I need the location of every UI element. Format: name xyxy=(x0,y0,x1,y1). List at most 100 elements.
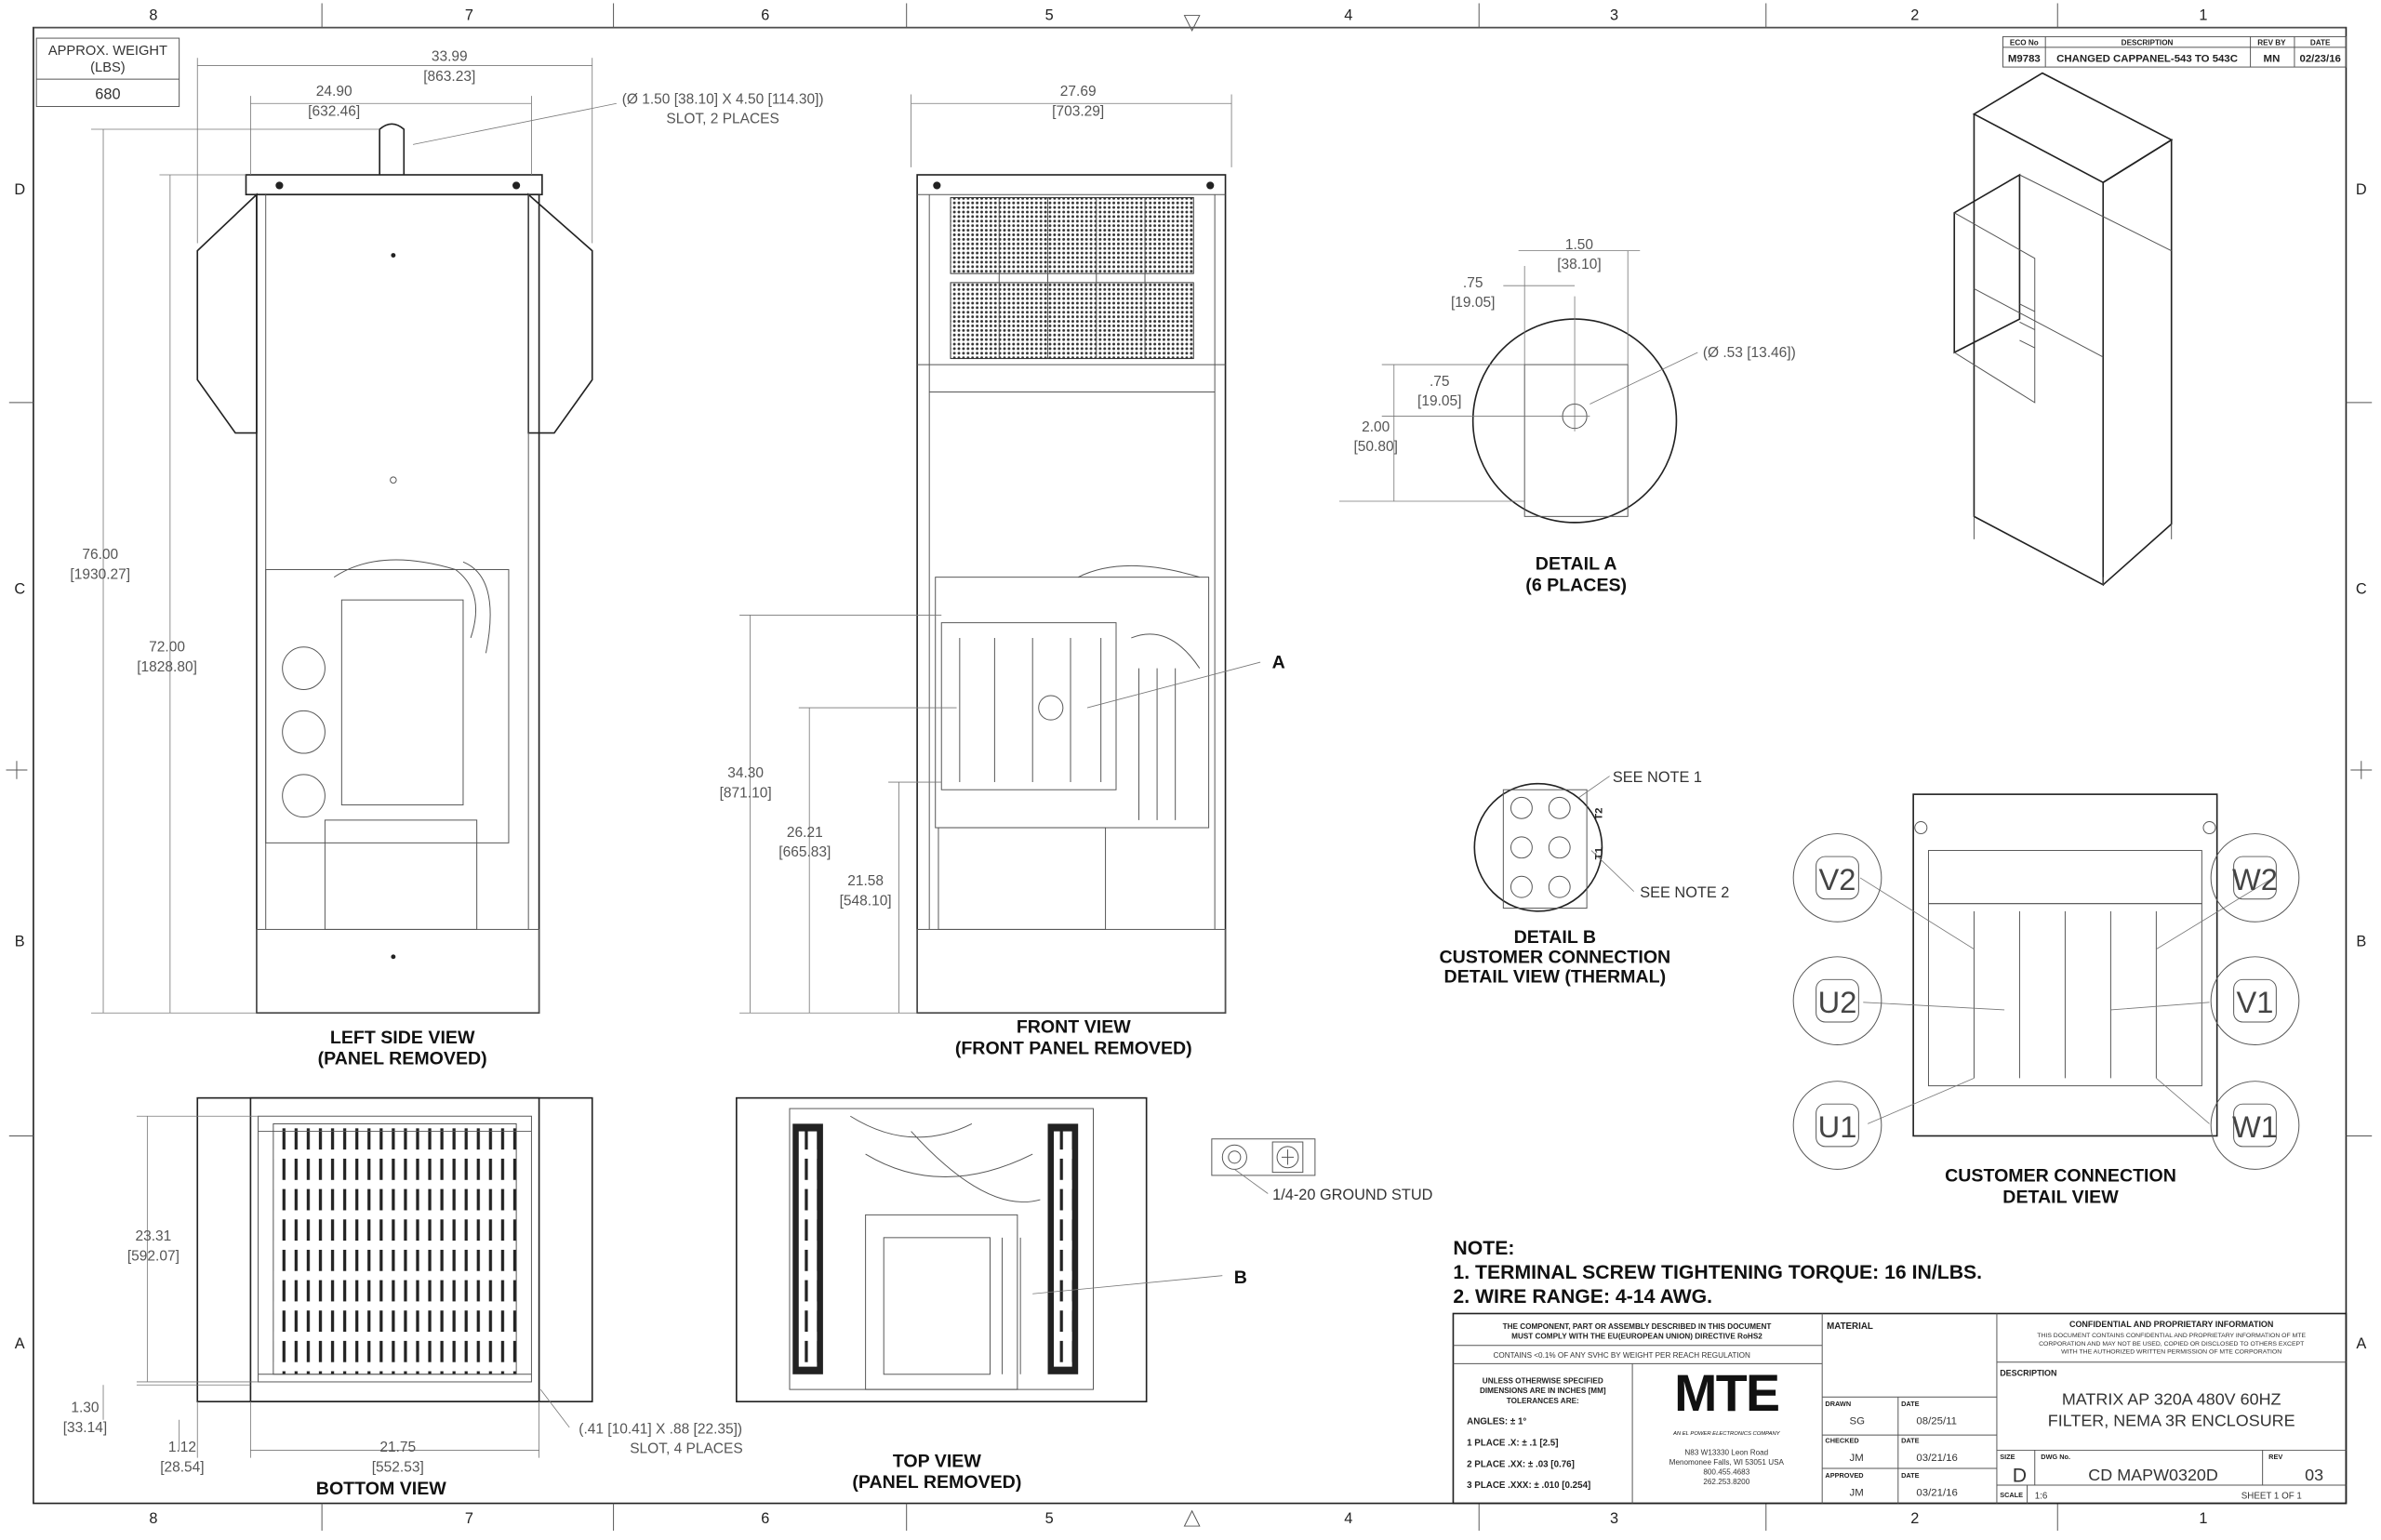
dim-detail-a-075-vertical-mm: [19.05] xyxy=(1417,393,1461,409)
dim-bottom-2175-mm: [552.53] xyxy=(372,1459,424,1475)
dim-detail-a-hole: (Ø .53 [13.46]) xyxy=(1703,345,1796,361)
dim-h-34-mm: [871.10] xyxy=(720,785,772,801)
bottom-view: BOTTOM VIEW 23.31 [592.07] 1.30 [33.14] … xyxy=(63,1096,743,1499)
customer-connection-title: CUSTOMER CONNECTION xyxy=(1945,1165,2176,1186)
drawn-by: SG xyxy=(1850,1416,1866,1427)
terminal-t2: T2 xyxy=(1593,808,1604,820)
dim-detail-a-075-horizontal: .75 xyxy=(1463,275,1483,291)
left-side-view: LEFT SIDE VIEW (PANEL REMOVED) xyxy=(196,123,593,1069)
dim-bottom-130-mm: [33.14] xyxy=(63,1420,107,1436)
dim-height-72-mm: [1828.80] xyxy=(137,659,197,675)
terminal-v2: V2 xyxy=(1819,862,1856,896)
checked-by: JM xyxy=(1850,1453,1864,1464)
notes-title: NOTE: xyxy=(1453,1238,1514,1259)
zone-col-1: 1 xyxy=(2199,7,2207,23)
dim-bottom-23: 23.31 xyxy=(135,1228,171,1244)
dim-detail-a-150-mm: [38.10] xyxy=(1557,257,1601,272)
zone-row-c: C xyxy=(14,581,25,598)
mte-tagline: AN EL POWER ELECTRONICS COMPANY xyxy=(1672,1431,1781,1437)
confidential-line-3: WITH THE AUTHORIZED WRITTEN PERMISSION O… xyxy=(2061,1349,2281,1356)
weight-value: 680 xyxy=(95,86,120,102)
confidential-line-2: CORPORATION AND MAY NOT BE USED, COPIED … xyxy=(2039,1341,2305,1348)
zone-labels: 8 7 6 5 4 3 2 1 8 7 6 5 4 3 2 1 D C B A … xyxy=(14,7,2367,1526)
drawn-date-label: DATE xyxy=(1901,1400,1920,1408)
approved-by: JM xyxy=(1850,1487,1864,1498)
approved-label: APPROVED xyxy=(1825,1471,1863,1480)
note-2: 2. WIRE RANGE: 4-14 AWG. xyxy=(1453,1286,1712,1308)
drawn-date: 08/25/11 xyxy=(1916,1416,1957,1427)
detail-b-title: DETAIL B xyxy=(1514,927,1596,948)
description-line-1: MATRIX AP 320A 480V 60HZ xyxy=(2062,1389,2281,1408)
zone-row-a: A xyxy=(15,1335,25,1352)
top-view-title: TOP VIEW xyxy=(893,1451,982,1471)
callout-b: B xyxy=(1234,1268,1247,1288)
detail-a-title: DETAIL A xyxy=(1536,553,1617,574)
title-block: THE COMPONENT, PART OR ASSEMBLY DESCRIBE… xyxy=(1452,1312,2348,1505)
tolerance-1-place: 1 PLACE .X: ± .1 [2.5] xyxy=(1467,1439,1558,1449)
description-label: DESCRIPTION xyxy=(2000,1368,2056,1377)
zone-col-1-bottom: 1 xyxy=(2199,1510,2207,1527)
dim-detail-a-200-mm: [50.80] xyxy=(1353,439,1397,455)
dim-bottom-112: 1.12 xyxy=(168,1440,196,1455)
zone-col-7: 7 xyxy=(465,7,473,23)
isometric-view xyxy=(1953,72,2174,587)
zone-row-d: D xyxy=(14,181,25,198)
zone-col-2: 2 xyxy=(1910,7,1919,23)
size-value: D xyxy=(2013,1466,2027,1487)
checked-date-label: DATE xyxy=(1901,1436,1920,1444)
left-view-dimensions: 33.99 [863.23] 24.90 [632.46] (Ø 1.50 [3… xyxy=(70,49,824,1014)
material-label: MATERIAL xyxy=(1827,1321,1873,1332)
front-view-subtitle: (FRONT PANEL REMOVED) xyxy=(955,1038,1192,1058)
dim-h-26-mm: [665.83] xyxy=(778,844,831,860)
rev-eco-number: M9783 xyxy=(2008,53,2041,64)
dim-bottom-23-mm: [592.07] xyxy=(127,1248,180,1264)
top-view-subtitle: (PANEL REMOVED) xyxy=(852,1472,1021,1493)
detail-a-subtitle: (6 PLACES) xyxy=(1525,575,1627,595)
terminal-w1: W1 xyxy=(2232,1109,2278,1144)
zone-col-4: 4 xyxy=(1344,7,1352,23)
dim-side-width: 24.90 xyxy=(316,84,352,100)
zone-col-7-bottom: 7 xyxy=(465,1510,473,1527)
dwg-number: CD MAPW0320D xyxy=(2088,1466,2218,1484)
tolerance-3-place: 3 PLACE .XXX: ± .010 [0.254] xyxy=(1467,1480,1590,1491)
note-1: 1. TERMINAL SCREW TIGHTENING TORQUE: 16 … xyxy=(1453,1262,1982,1283)
dim-slot-note: SLOT, 2 PLACES xyxy=(666,111,778,126)
description-line-2: FILTER, NEMA 3R ENCLOSURE xyxy=(2048,1411,2295,1429)
front-view: FRONT VIEW (FRONT PANEL REMOVED) A xyxy=(916,174,1285,1058)
rohs-line-2: MUST COMPLY WITH THE EU(EUROPEAN UNION) … xyxy=(1511,1332,1762,1340)
sheet-number: SHEET 1 OF 1 xyxy=(2241,1492,2302,1502)
rev-description: CHANGED CAPPANEL-543 TO 543C xyxy=(2056,53,2238,64)
address-line-2: Menomonee Falls, WI 53051 USA xyxy=(1669,1458,1785,1467)
dim-h-26: 26.21 xyxy=(787,825,823,841)
dim-overall-width-mm: [863.23] xyxy=(423,69,475,85)
dim-front-width-mm: [703.29] xyxy=(1052,103,1104,119)
dim-height-76-mm: [1930.27] xyxy=(70,566,130,582)
zone-col-6: 6 xyxy=(761,7,769,23)
dim-slot: (Ø 1.50 [38.10] X 4.50 [114.30]) xyxy=(622,91,824,107)
address-phone-1: 800.455.4683 xyxy=(1703,1468,1749,1477)
dim-overall-width: 33.99 xyxy=(432,49,468,65)
terminal-u2: U2 xyxy=(1818,985,1857,1019)
zone-col-5-bottom: 5 xyxy=(1045,1510,1054,1527)
zone-row-b-right: B xyxy=(2356,933,2366,949)
zone-col-6-bottom: 6 xyxy=(761,1510,769,1527)
weight-box: APPROX. WEIGHT (LBS) 680 xyxy=(35,37,180,108)
terminal-v1: V1 xyxy=(2237,985,2274,1019)
dim-h-21: 21.58 xyxy=(847,873,884,889)
zone-row-b: B xyxy=(15,933,25,949)
zone-col-3: 3 xyxy=(1610,7,1618,23)
dwg-no-label: DWG No. xyxy=(2041,1453,2070,1461)
drawing-border xyxy=(6,3,2373,1531)
dim-h-21-mm: [548.10] xyxy=(840,893,892,909)
rohs-line-1: THE COMPONENT, PART OR ASSEMBLY DESCRIBE… xyxy=(1503,1322,1772,1331)
ground-stud-detail: 1/4-20 GROUND STUD xyxy=(1211,1138,1432,1203)
reach-statement: CONTAINS <0.1% OF ANY SVHC BY WEIGHT PER… xyxy=(1493,1351,1750,1360)
rev-by: MN xyxy=(2264,53,2281,64)
customer-connection-view xyxy=(1859,793,2274,1137)
weight-label: APPROX. WEIGHT xyxy=(48,44,167,59)
dim-height-76: 76.00 xyxy=(82,547,118,563)
detail-b: T2 T1 SEE NOTE 1 SEE NOTE 2 DETAIL B CUS… xyxy=(1439,769,1729,988)
dim-side-width-mm: [632.46] xyxy=(308,103,360,119)
rev-header-eco: ECO No xyxy=(2010,38,2039,46)
